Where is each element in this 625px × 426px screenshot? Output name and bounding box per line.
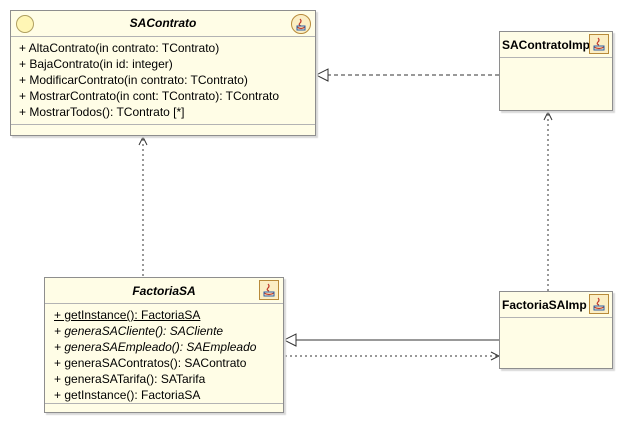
operation: + generaSACliente(): SACliente <box>54 324 224 338</box>
operation: + generaSATarifa(): SATarifa <box>54 372 206 386</box>
operation: + AltaContrato(in contrato: TContrato) <box>19 41 220 55</box>
class-name: SAContratoImp <box>502 38 590 52</box>
class-header: FactoriaSA <box>45 278 283 304</box>
operation: + generaSAContratos(): SAContrato <box>54 356 247 370</box>
operation: + getInstance(): FactoriaSA <box>54 308 201 322</box>
operation: + BajaContrato(in id: integer) <box>19 57 173 71</box>
class-name: FactoriaSA <box>132 284 196 298</box>
java-class-icon <box>589 34 609 54</box>
class-name: SAContrato <box>129 16 197 30</box>
operation: + generaSAEmpleado(): SAEmpleado <box>54 340 257 354</box>
java-icon <box>291 14 311 34</box>
compartment-divider <box>11 124 315 125</box>
operation: + MostrarContrato(in cont: TContrato): T… <box>19 89 279 103</box>
class-box-factoriasa[interactable]: FactoriaSA + getInstance(): FactoriaSA +… <box>44 277 284 413</box>
class-header: FactoriaSAImp <box>500 292 612 318</box>
class-name: FactoriaSAImp <box>502 298 587 312</box>
java-class-icon <box>589 294 609 314</box>
operation-list: + AltaContrato(in contrato: TContrato) +… <box>11 37 315 120</box>
interface-icon <box>16 15 34 33</box>
class-box-sacontratoimp[interactable]: SAContratoImp <box>499 31 613 111</box>
operation: + MostrarTodos(): TContrato [*] <box>19 105 185 119</box>
operation: + getInstance(): FactoriaSA <box>54 388 201 402</box>
compartment-divider <box>45 403 283 404</box>
class-box-sacontrato[interactable]: SAContrato + AltaContrato(in contrato: T… <box>10 10 316 136</box>
operation-list: + getInstance(): FactoriaSA + generaSACl… <box>45 304 283 403</box>
class-header: SAContrato <box>11 11 315 37</box>
class-box-factoriasaimp[interactable]: FactoriaSAImp <box>499 291 613 369</box>
class-header: SAContratoImp <box>500 32 612 58</box>
java-class-icon <box>259 280 279 300</box>
operation: + ModificarContrato(in contrato: TContra… <box>19 73 248 87</box>
